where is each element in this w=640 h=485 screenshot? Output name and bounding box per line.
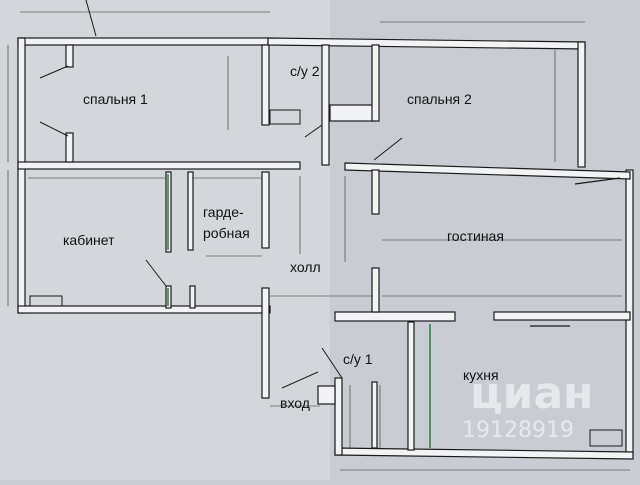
room-label-bathroom2: с/у 2 [290,63,320,79]
fixture-bath2 [269,109,301,125]
wall-bath1-top [334,311,456,322]
door-swing-study [145,259,167,287]
wall-wardrobe-right [261,171,270,249]
fixtures [29,109,623,447]
door-swing-bath1 [321,347,343,379]
room-label-study: кабинет [63,232,115,248]
wall-bedroom2-left [371,44,380,122]
wall-living-stub [371,169,380,215]
wall-b1-stub-bottom [65,132,74,163]
wall-hall-stub [371,267,380,313]
watermark-code: 19128919 [462,418,574,443]
wall-kitchen-top [493,311,631,321]
room-label-bathroom1: с/у 1 [343,351,373,367]
door-swing-bedroom1-bottom [39,121,69,137]
dimension-lines [7,11,630,471]
wall-bottom-study [17,305,271,314]
door-swing-bath2 [304,124,323,138]
room-label-hall: холл [290,259,321,275]
room-label-living: гостиная [447,228,504,244]
wall-left [17,37,26,314]
room-label-wardrobe-line1: гарде- [203,204,244,220]
wall-bath1-fixture [371,381,378,449]
radiator-marks [530,177,621,327]
room-label-kitchen: кухня [463,367,499,383]
walls [17,37,634,460]
wall-bedroom1-study [17,161,301,170]
watermark-brand: циан [470,368,594,419]
room-label-bedroom2: спальня 2 [407,91,472,107]
fixture-kitchen-corner [589,429,623,447]
wall-b1-stub-top [65,44,74,68]
wall-wardrobe-left [187,171,194,251]
room-label-entrance: вход [280,395,310,411]
fixture-study-corner [29,295,63,307]
wall-bath2-block [329,104,376,122]
wall-bath2-left [261,44,270,126]
door-swing-entrance [281,371,319,389]
wall-entry-vertical [261,287,270,399]
door-swings [39,0,403,389]
door-frames [167,174,431,448]
room-label-wardrobe-line2: робная [203,225,250,241]
wall-top-left [17,37,269,46]
room-label-bedroom1: спальня 1 [83,91,148,107]
door-swing-bedroom2 [373,137,403,161]
door-swing-bedroom1-top [39,65,69,79]
wall-entry-block [317,385,336,405]
wall-bath1-kitchen [407,321,415,451]
wall-left-bath1 [334,377,343,456]
door-swing-top [85,0,97,37]
radiator-living [574,177,621,185]
wall-bedroom2-living [344,162,631,180]
wall-right-upper [577,41,586,168]
paper-left-sheet [0,0,330,480]
wall-wardrobe-bottom-stub [189,285,196,309]
wall-bath2-right [321,44,330,166]
